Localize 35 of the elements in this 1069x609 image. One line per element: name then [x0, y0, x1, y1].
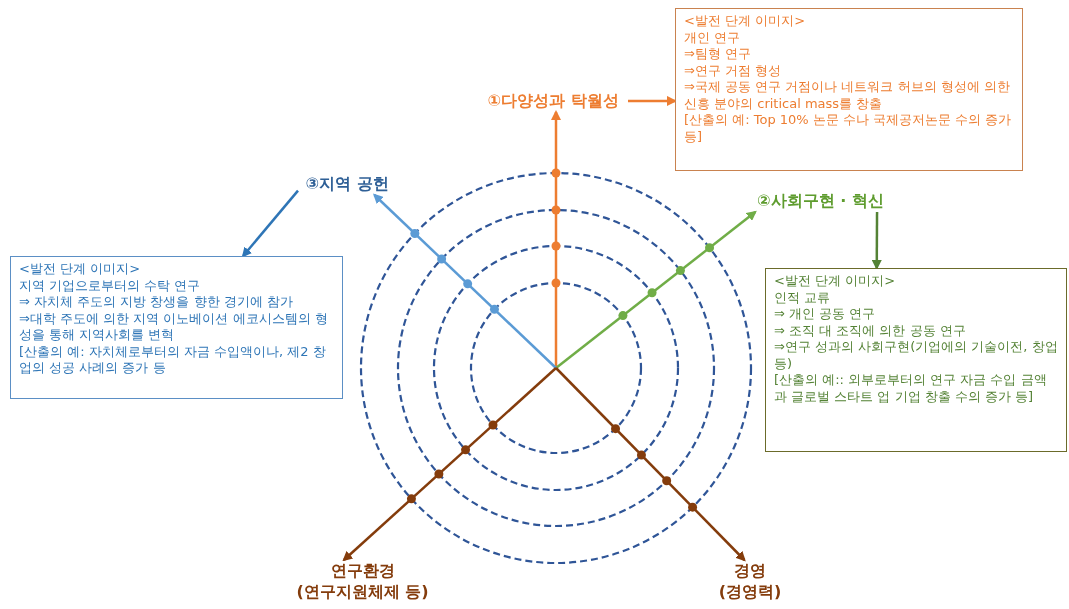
- text-line: 지역 기업으로부터의 수탁 연구: [19, 277, 202, 294]
- axis-arrow: [551, 110, 561, 368]
- text-line: 인적 교류: [774, 289, 832, 306]
- axis-label: ③지역 공헌: [304, 173, 390, 194]
- axis-arrow: [555, 367, 746, 562]
- axis-label: 연구환경: [329, 560, 396, 581]
- text-line: <발전 단계 이미지>: [774, 273, 897, 290]
- axis-label: 경영: [733, 560, 767, 581]
- text-line: [산출의 예: 자치체로부터의 자금 수입액이나, 제2 창업의 성공 사례의 증가 등: [19, 343, 327, 377]
- text-line: [산출의 예:: 외부로부터의 연구 자금 수입 금액과 글로벌 스타트 업 기업 창출 수의 증가 등]: [774, 372, 1048, 405]
- axis-arrow: [373, 193, 557, 369]
- text-line: ⇒연구 성과의 사회구현(기업에의 기술이전, 창업 등): [774, 339, 1058, 372]
- text-line: ⇒팀형 연구: [684, 46, 753, 63]
- text-line: ⇒대학 주도에 의한 지역 이노베이션 에코시스템의 형성을 통해 지역사회를 변혁: [19, 310, 329, 344]
- text-line: ⇒연구 거점 형성: [684, 62, 783, 79]
- text-line: ⇒ 개인 공동 연구: [774, 306, 877, 323]
- axis-label: ①다양성과 탁월성: [486, 90, 620, 111]
- axis-label: (경영력): [717, 581, 783, 602]
- axis-label: ②사회구현 · 혁신: [756, 190, 885, 211]
- text-line: [산출의 예: Top 10% 논문 수나 국제공저논문 수의 증가 등]: [684, 112, 1013, 145]
- description-box: [10, 256, 343, 399]
- text-line: ⇒ 조직 대 조직에 의한 공동 연구: [774, 322, 967, 339]
- text-line: <발전 단계 이미지>: [684, 13, 807, 30]
- description-box: [765, 268, 1067, 452]
- arrow: [871, 212, 882, 270]
- text-line: ⇒국제 공동 연구 거점이나 네트워크 허브의 형성에 의한 신흥 분야의 critical mass를 창출: [684, 79, 1011, 112]
- axis-arrow: [342, 367, 557, 562]
- description-box: [675, 8, 1023, 171]
- text-line: ⇒ 자치체 주도의 지방 창생을 향한 경기에 참가: [19, 294, 294, 311]
- text-line: 개인 연구: [684, 29, 742, 46]
- axis-label: (연구지원체제 등): [295, 581, 430, 602]
- axis-arrow: [555, 210, 757, 369]
- arrow: [241, 189, 299, 258]
- arrow: [628, 95, 677, 106]
- text-line: <발전 단계 이미지>: [19, 261, 142, 278]
